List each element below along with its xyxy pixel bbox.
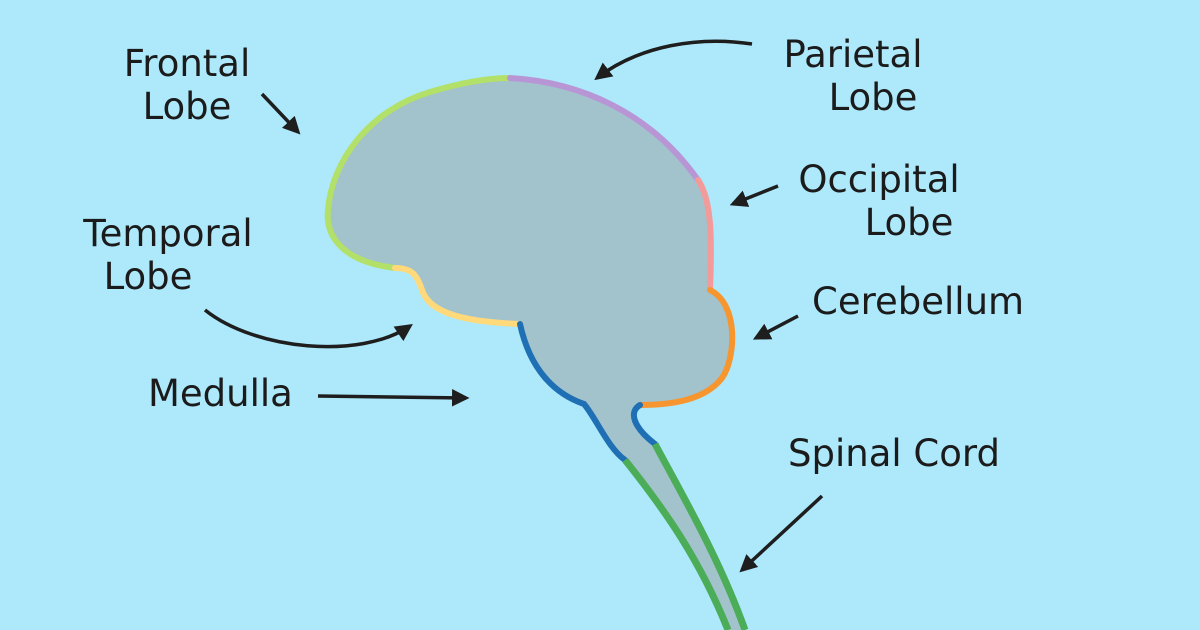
medulla-border-right bbox=[630, 402, 658, 447]
label-temporal-line2: Lobe bbox=[103, 255, 193, 298]
label-medulla: Medulla bbox=[148, 372, 293, 415]
arrow-occipital bbox=[729, 184, 779, 207]
label-occipital-line2: Lobe bbox=[864, 201, 954, 244]
arrow-spinal-cord bbox=[739, 494, 824, 573]
label-frontal-lobe: Frontal Lobe bbox=[102, 42, 272, 128]
label-cerebellum: Cerebellum bbox=[812, 280, 1025, 323]
label-occipital-lobe: Occipital Lobe bbox=[784, 158, 974, 244]
label-temporal-line1: Temporal bbox=[83, 212, 253, 255]
occipital-lobe-border bbox=[695, 177, 714, 293]
arrow-parietal bbox=[594, 39, 753, 81]
label-frontal-line2: Lobe bbox=[142, 85, 232, 128]
temporal-lobe-border bbox=[392, 265, 523, 327]
medulla-border-left bbox=[517, 321, 628, 463]
label-frontal-line1: Frontal bbox=[123, 42, 251, 85]
brain-body bbox=[327, 78, 745, 630]
arrow-cerebellum bbox=[752, 314, 799, 340]
spinal-cord-border-left bbox=[622, 457, 732, 630]
spinal-cord-border-right bbox=[651, 442, 749, 630]
label-temporal-lobe: Temporal Lobe bbox=[68, 212, 268, 298]
label-parietal-line2: Lobe bbox=[828, 76, 918, 119]
arrow-frontal bbox=[260, 92, 301, 135]
arrow-temporal bbox=[203, 308, 413, 349]
label-occipital-line1: Occipital bbox=[798, 158, 960, 201]
frontal-lobe-border bbox=[324, 75, 513, 271]
label-spinal-cord: Spinal Cord bbox=[788, 432, 1000, 475]
label-parietal-line1: Parietal bbox=[783, 33, 923, 76]
arrow-medulla bbox=[317, 389, 470, 407]
label-parietal-lobe: Parietal Lobe bbox=[768, 33, 938, 119]
cerebellum-border bbox=[637, 287, 736, 408]
parietal-lobe-border bbox=[507, 75, 701, 183]
